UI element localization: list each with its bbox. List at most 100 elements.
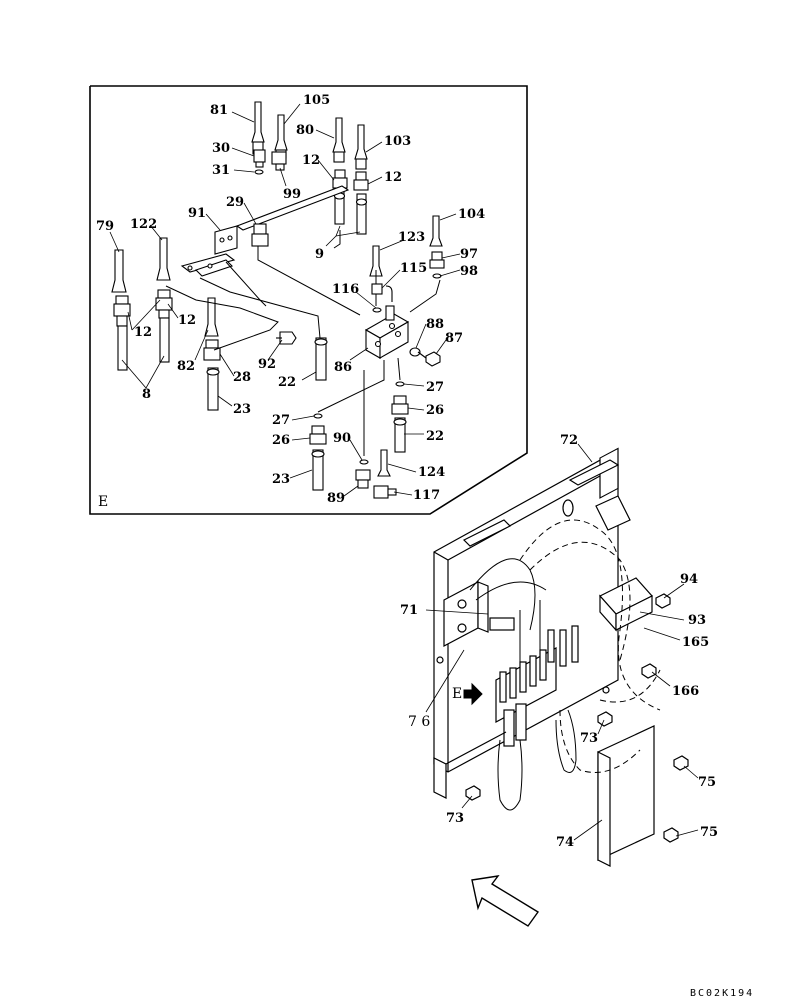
- callout-90: 90: [333, 431, 351, 446]
- view-e-marker: E: [452, 682, 483, 706]
- detail-frame: [89, 85, 528, 515]
- callout-26-right: 26: [426, 403, 444, 418]
- callout-98: 98: [460, 264, 478, 279]
- callout-12-lower-right: 12: [178, 313, 196, 328]
- assembly-leaders: [425, 443, 699, 841]
- direction-arrow-icon: [471, 875, 540, 927]
- callout-99: 99: [283, 187, 301, 202]
- callout-74: 74: [556, 835, 574, 850]
- lower-bracket-left: [433, 757, 447, 799]
- callout-91: 91: [188, 206, 206, 221]
- hose-79: [111, 249, 127, 293]
- callout-82: 82: [177, 359, 195, 374]
- oring-116: [372, 307, 382, 313]
- top-strap: [568, 459, 620, 486]
- callout-166: 166: [672, 684, 699, 699]
- callout-9: 9: [315, 247, 324, 262]
- hose-104: [429, 215, 443, 247]
- bolt-92: [276, 331, 297, 345]
- valve-cluster: [495, 625, 579, 747]
- oring-31: [254, 169, 264, 175]
- oring-27-right: [395, 381, 405, 387]
- callout-29: 29: [226, 195, 244, 210]
- callout-117: 117: [413, 488, 440, 503]
- hose-80: [332, 117, 346, 163]
- assembly-hoses: [469, 558, 577, 811]
- adapter-89: [355, 469, 371, 489]
- callout-92: 92: [258, 357, 276, 372]
- callout-23-right: 23: [272, 472, 290, 487]
- callout-103: 103: [384, 134, 411, 149]
- callout-8: 8: [142, 387, 151, 402]
- oring-27-left: [313, 413, 323, 419]
- callout-12-top-left: 12: [302, 153, 320, 168]
- callout-116: 116: [332, 282, 359, 297]
- callout-89: 89: [327, 491, 345, 506]
- callout-86: 86: [334, 360, 352, 375]
- adapter-26-right: [391, 395, 409, 415]
- callout-71: 71: [400, 603, 418, 618]
- callout-27-left: 27: [272, 413, 290, 428]
- callout-26-left: 26: [272, 433, 290, 448]
- callout-27-right: 27: [426, 380, 444, 395]
- view-arrow-icon: [463, 682, 483, 706]
- bolt-73-left: [465, 785, 481, 801]
- hose-124: [377, 449, 391, 477]
- detail-callouts: 81 105 80 103 30 31 99 12 12 29 91 79 12…: [96, 93, 485, 506]
- callout-80: 80: [296, 123, 314, 138]
- fitting-12-lower-right: [155, 289, 173, 319]
- callout-93: 93: [688, 613, 706, 628]
- valve-block-71: [443, 581, 515, 647]
- callout-12-top-right: 12: [384, 170, 402, 185]
- bolt-75-bottom: [663, 827, 679, 843]
- view-marker-letter: E: [452, 686, 462, 702]
- adapter-115: [371, 283, 393, 302]
- side-strap: [595, 495, 631, 531]
- manifold-86: [364, 305, 410, 359]
- hose-82: [204, 297, 219, 337]
- assembly-callouts: 72 94 71 93 165 166 7 6 73 75 73 74 75: [400, 433, 718, 850]
- adapter-29: [251, 223, 269, 247]
- tube-22-left: [314, 337, 328, 381]
- hose-123: [369, 245, 383, 277]
- tube-22-right: [393, 417, 407, 453]
- callout-105: 105: [303, 93, 330, 108]
- hose-122: [156, 237, 171, 281]
- callout-123: 123: [398, 230, 425, 245]
- bolt-94: [655, 593, 671, 609]
- callout-94: 94: [680, 572, 698, 587]
- fitting-12-top-left: [332, 169, 348, 189]
- hose-103: [354, 124, 368, 170]
- bolt-166: [641, 663, 657, 679]
- tube-23-right: [311, 449, 325, 491]
- callout-22-right: 22: [426, 429, 444, 444]
- bracket-91: [180, 185, 350, 277]
- hose-81: [251, 101, 265, 155]
- callout-124: 124: [418, 465, 445, 480]
- callout-28: 28: [233, 370, 251, 385]
- callout-72: 72: [560, 433, 578, 448]
- callout-23-left: 23: [233, 402, 251, 417]
- assembly-parts: [433, 447, 689, 867]
- callout-97: 97: [460, 247, 478, 262]
- tube-23-left: [206, 367, 220, 411]
- washer-88: [409, 347, 421, 357]
- callout-73-left: 73: [446, 811, 464, 826]
- elbow-117: [373, 485, 397, 499]
- callout-87: 87: [445, 331, 463, 346]
- left-strap: [462, 519, 512, 547]
- detail-parts: [111, 101, 445, 499]
- fitting-12-top-right: [353, 171, 369, 191]
- callout-165: 165: [682, 635, 709, 650]
- callout-30: 30: [212, 141, 230, 156]
- callout-88: 88: [426, 317, 444, 332]
- elbow-30: [253, 149, 266, 168]
- bracket-93: [599, 577, 653, 632]
- callout-79: 79: [96, 219, 114, 234]
- bolt-87: [417, 351, 441, 367]
- callout-122: 122: [130, 217, 157, 232]
- callout-75-top: 75: [698, 775, 716, 790]
- detail-leaders: [109, 103, 461, 497]
- callout-22-left: 22: [278, 375, 296, 390]
